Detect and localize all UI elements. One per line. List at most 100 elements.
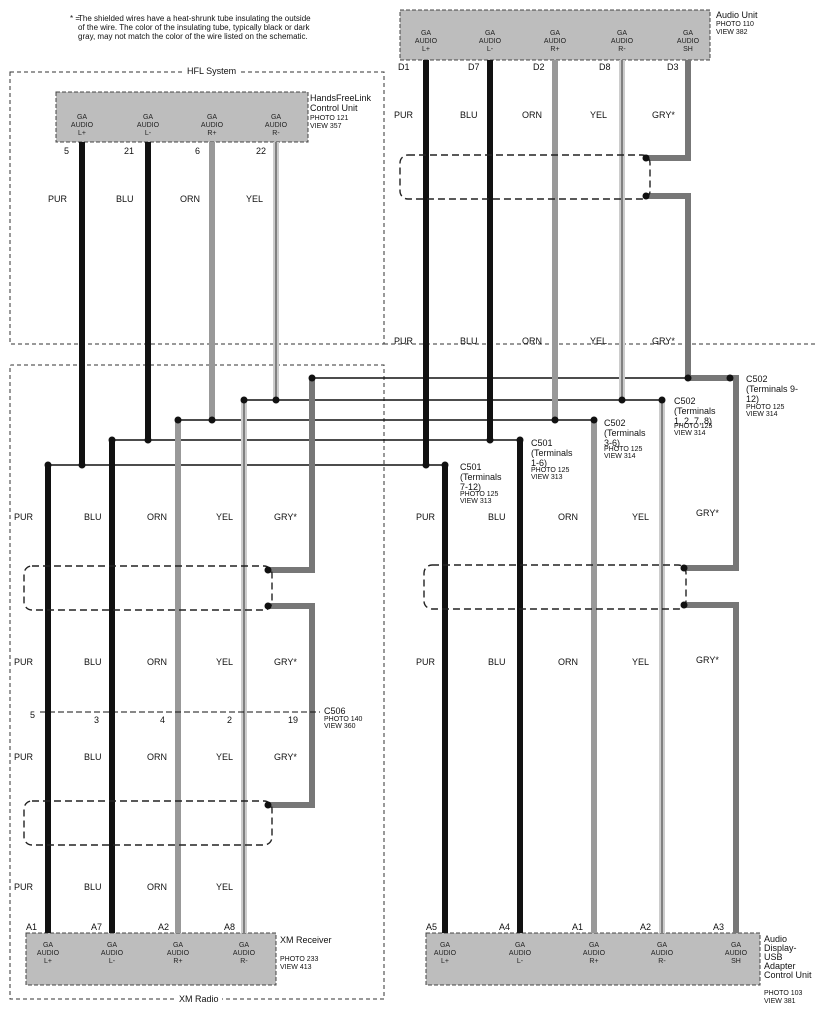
usb-terminal: GA AUDIO R- [650,942,674,965]
hfl-system-border [9,71,385,345]
c501a-photo: PHOTO 125 [531,467,570,474]
c501b-label: C501(Terminals 7-12) [460,462,502,492]
c506-label: C506 [324,706,346,716]
wire-color-label: PUR [416,657,436,667]
wire-color-label: BLU [488,512,506,522]
c506-pin: 3 [94,715,100,725]
c501b-photo: PHOTO 125 [460,491,499,498]
wire-color-label: PUR [14,752,34,762]
c502b-label: C502(Terminals 1, 2, 7, 8) [674,396,716,426]
c506-pin: 2 [227,715,233,725]
xm-radio-border [9,364,385,1000]
wire-color-label: YEL [590,336,608,346]
audio-unit-terminal: GA AUDIO R- [610,30,634,53]
audio-unit-wires [423,60,691,465]
hfl-terminal: GA AUDIO R- [264,114,288,137]
xm-receiver-name: XM Receiver [280,935,332,945]
wire-color-label: YEL [246,194,264,204]
audio-unit-terminal: GA AUDIO SH [676,30,700,53]
hfl-pin: 6 [195,146,201,156]
wire-color-label: YEL [590,110,608,120]
xm-pin: A2 [158,922,170,932]
wire-color-label: GRY* [274,657,297,667]
audio-unit-pin: D7 [468,62,480,72]
c501a-label: C501(Terminals 1-6) [531,438,573,468]
wire-color-label: PUR [14,657,34,667]
usb-unit-view: VIEW 381 [764,998,796,1005]
wire-color-label: PUR [394,336,414,346]
wire-color-label: YEL [216,882,234,892]
c502c-label: C502(Terminals 3-6) [604,418,646,448]
wire-color-label: YEL [632,657,650,667]
xm-receiver-box [25,932,277,986]
xm-pin: A1 [26,922,38,932]
wire-color-label: YEL [216,657,234,667]
usb-pin: A1 [572,922,584,932]
usb-unit-box [425,932,761,986]
audio-unit-photo: PHOTO 110 [716,21,754,28]
hfl-terminal: GA AUDIO L- [136,114,160,137]
wire-color-label: PUR [14,882,34,892]
c506-view: VIEW 360 [324,723,356,730]
wire-color-label: BLU [84,882,102,892]
c501b-view: VIEW 313 [460,498,492,505]
wire-color-label: GRY* [274,512,297,522]
xm-terminal: GA AUDIO R- [232,942,256,965]
hfl-section-label: HFL System [184,66,240,76]
c502a-photo: PHOTO 125 [746,404,785,411]
usb-terminal: GA AUDIO R+ [582,942,606,965]
c502c-photo: PHOTO 125 [604,446,643,453]
xm-pin: A7 [91,922,103,932]
wire-color-label: ORN [522,110,542,120]
wire-color-label: PUR [416,512,436,522]
hfl-unit-box [55,91,309,143]
wire-color-label: YEL [632,512,650,522]
xm-terminal: GA AUDIO L- [100,942,124,965]
audio-unit-terminal: GA AUDIO R+ [543,30,567,53]
c502a-view: VIEW 314 [746,411,778,418]
audio-unit-view: VIEW 382 [716,29,748,36]
usb-wires [442,375,739,933]
wire-color-label: ORN [147,657,167,667]
usb-pin: A4 [499,922,511,932]
hfl-unit-view: VIEW 357 [310,123,342,130]
audio-unit-pin: D3 [667,62,679,72]
c506-pin: 4 [160,715,166,725]
hfl-pin: 22 [256,146,267,156]
wire-color-label: ORN [180,194,200,204]
hfl-unit-photo: PHOTO 121 [310,115,349,122]
wire-color-label: PUR [14,512,34,522]
hfl-terminal: GA AUDIO L+ [70,114,94,137]
usb-terminal: GA AUDIO L- [508,942,532,965]
usb-pin: A5 [426,922,438,932]
c502b-photo: PHOTO 125 [674,423,713,430]
wire-color-label: YEL [216,752,234,762]
usb-pin: A3 [713,922,725,932]
wire-color-label: ORN [147,882,167,892]
wire-color-label: ORN [147,512,167,522]
c502b-view: VIEW 314 [674,430,706,437]
c506-pin: 5 [30,710,36,720]
usb-terminal: GA AUDIO SH [724,942,748,965]
wire-color-label: BLU [116,194,134,204]
hfl-wires [79,142,279,465]
c502a-label: C502(Terminals 9-12) [746,374,799,404]
audio-unit-box [399,9,711,61]
usb-unit-name: Audio Display-USB Adapter Control Unit [764,934,812,980]
c502c-view: VIEW 314 [604,453,636,460]
wire-color-label: YEL [216,512,234,522]
audio-unit-pin: D8 [599,62,611,72]
wire-color-label: BLU [84,657,102,667]
xm-section-label: XM Radio [176,994,222,1004]
xm-wires [45,378,315,933]
note-symbol: * = [70,14,81,23]
wire-color-label: GRY* [274,752,297,762]
usb-unit-photo: PHOTO 103 [764,990,803,997]
wire-color-label: BLU [84,752,102,762]
wire-color-label: ORN [558,512,578,522]
c506-pin: 19 [288,715,299,725]
xm-terminal: GA AUDIO L+ [36,942,60,965]
wire-color-label: ORN [147,752,167,762]
xm-receiver-view: VIEW 413 [280,964,312,971]
